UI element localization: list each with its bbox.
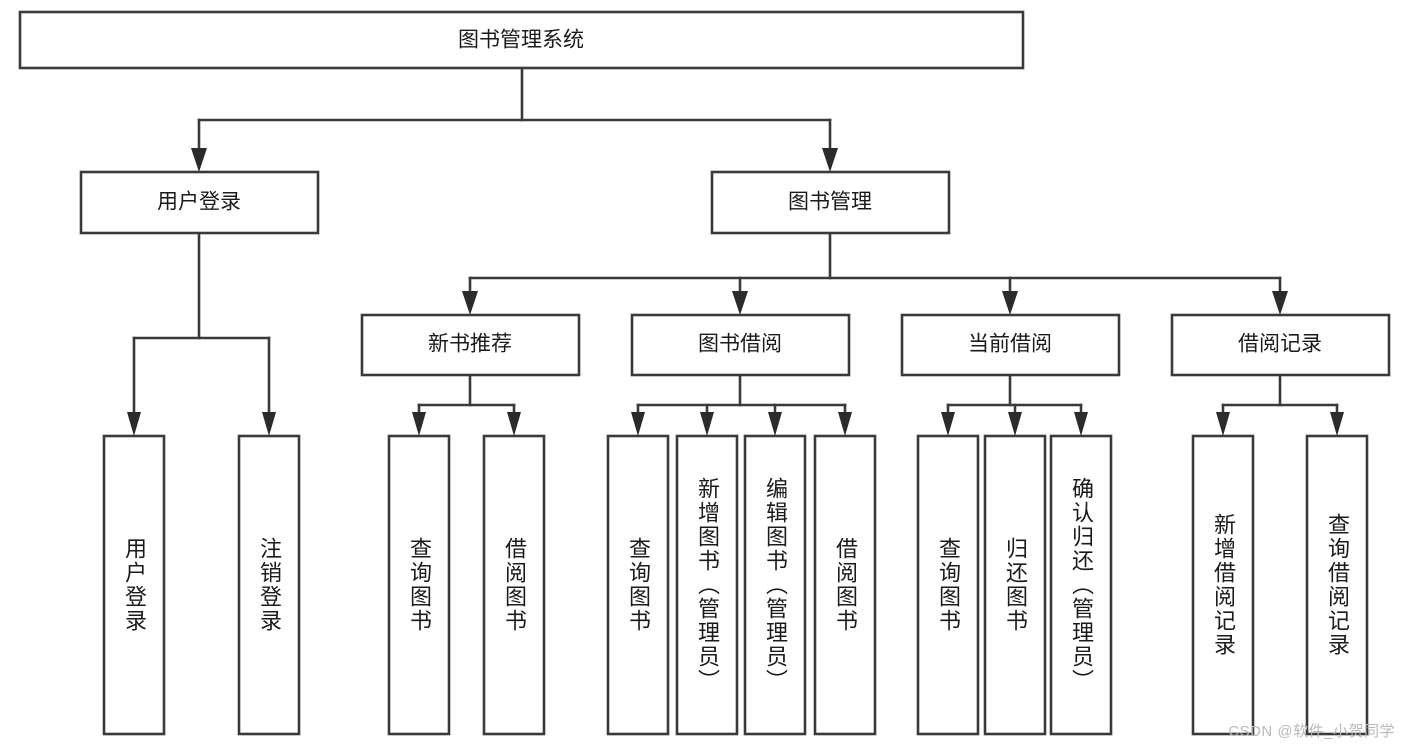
node-borrow-record-label: 借阅记录 xyxy=(1238,333,1322,356)
leaf-box-book-borrow-1[interactable] xyxy=(606,434,670,736)
node-user-login-label: 用户登录 xyxy=(157,191,241,214)
leaf-box-user-login-2[interactable] xyxy=(237,434,301,736)
leaf-box-borrow-record-1[interactable] xyxy=(1191,434,1255,736)
node-book-management-label: 图书管理 xyxy=(788,191,872,214)
arrowhead-leaf-8 xyxy=(838,412,852,436)
arrowhead-currentborrow xyxy=(1002,291,1018,315)
leaf-box-current-borrow-2[interactable] xyxy=(983,434,1047,736)
arrowhead-leaf-2 xyxy=(262,412,276,436)
arrowhead-bookmgmt xyxy=(822,148,838,172)
node-root[interactable]: 图书管理系统 xyxy=(18,10,1025,70)
arrowhead-leaf-11 xyxy=(1074,412,1088,436)
leaf-box-user-login-1[interactable] xyxy=(102,434,166,736)
leaf-box-book-borrow-4[interactable] xyxy=(813,434,877,736)
node-borrow-record[interactable]: 借阅记录 xyxy=(1170,313,1391,377)
node-root-label: 图书管理系统 xyxy=(458,29,584,52)
node-current-borrow-label: 当前借阅 xyxy=(968,333,1052,356)
node-new-book-recommend[interactable]: 新书推荐 xyxy=(360,313,581,377)
arrowhead-leaf-12 xyxy=(1216,412,1230,436)
leaf-box-borrow-record-2[interactable] xyxy=(1305,434,1369,736)
arrowhead-bookborrow xyxy=(732,291,748,315)
node-user-login[interactable]: 用户登录 xyxy=(79,170,320,235)
node-book-management[interactable]: 图书管理 xyxy=(710,170,951,235)
arrowhead-leaf-1 xyxy=(127,412,141,436)
node-book-borrow-label: 图书借阅 xyxy=(698,333,782,356)
arrowhead-leaf-7 xyxy=(768,412,782,436)
node-book-borrow[interactable]: 图书借阅 xyxy=(630,313,851,377)
arrowhead-leaf-3 xyxy=(412,412,426,436)
leaf-box-current-borrow-3[interactable] xyxy=(1049,434,1113,736)
node-new-book-recommend-label: 新书推荐 xyxy=(428,333,512,356)
arrowhead-leaf-6 xyxy=(700,412,714,436)
arrowhead-leaf-10 xyxy=(1008,412,1022,436)
arrowheads-layer xyxy=(127,148,1344,436)
watermark-text: CSDN @软件_小贺同学 xyxy=(1228,723,1395,740)
arrowhead-leaf-13 xyxy=(1330,412,1344,436)
leaf-box-new-book-1[interactable] xyxy=(387,434,451,736)
arrowhead-userlogin xyxy=(191,148,207,172)
leaf-box-book-borrow-2[interactable] xyxy=(675,434,739,736)
leaf-box-current-borrow-1[interactable] xyxy=(916,434,980,736)
leaf-box-new-book-2[interactable] xyxy=(482,434,546,736)
leaf-box-book-borrow-3[interactable] xyxy=(743,434,807,736)
arrowhead-borrowrecord xyxy=(1272,291,1288,315)
arrowhead-leaf-5 xyxy=(631,412,645,436)
arrowhead-newbook xyxy=(462,291,478,315)
arrowhead-leaf-4 xyxy=(507,412,521,436)
nodes-layer: 图书管理系统 用户登录 图书管理 新书推荐 图书借阅 当前 xyxy=(18,10,1391,736)
node-current-borrow[interactable]: 当前借阅 xyxy=(900,313,1121,377)
arrowhead-leaf-9 xyxy=(941,412,955,436)
